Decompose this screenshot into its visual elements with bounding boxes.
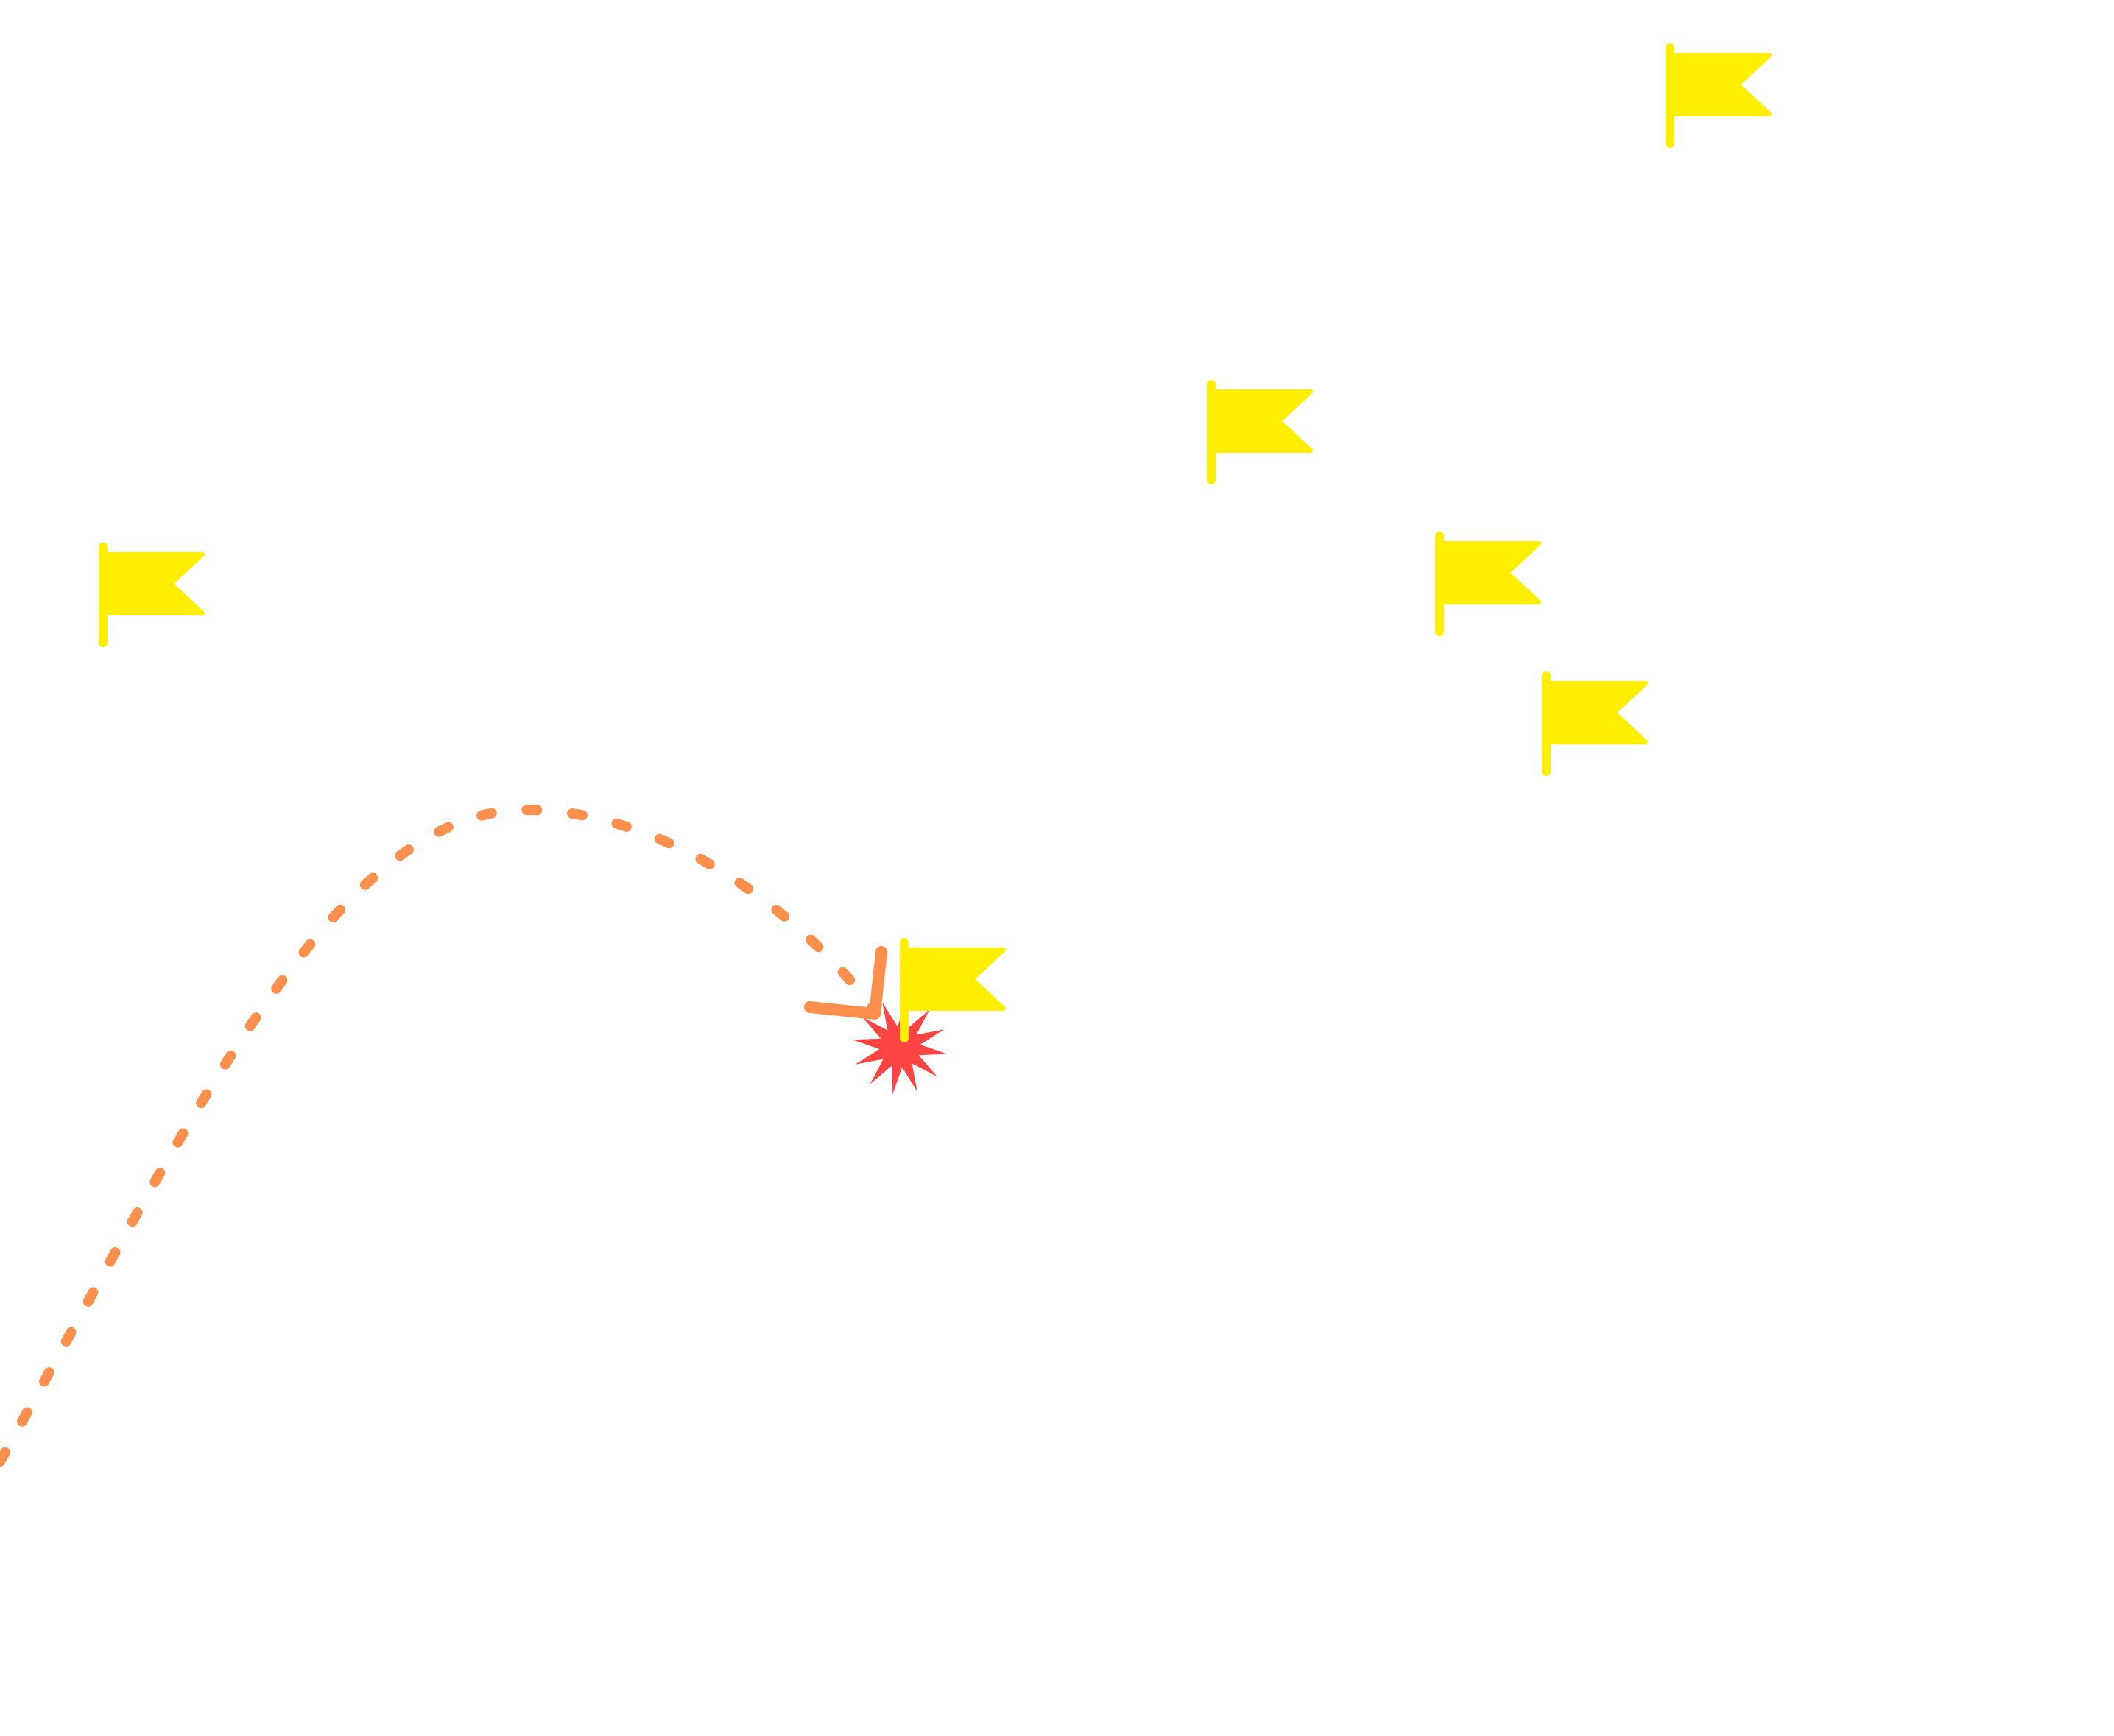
flag-cloth (1668, 53, 1772, 116)
burst-icon (852, 999, 948, 1095)
flag-icon (1666, 43, 1772, 148)
flag-cloth (902, 948, 1006, 1011)
flag-icon (99, 543, 205, 647)
flag-icon (1542, 671, 1648, 776)
flag-cloth (1544, 681, 1648, 744)
dashed-trajectory-path (0, 804, 881, 1467)
flag-icon (900, 938, 1006, 1042)
flag-icon (1435, 532, 1541, 636)
flag-cloth (101, 552, 205, 615)
arrowhead-icon (804, 946, 887, 1020)
flag-icon (1207, 380, 1313, 484)
flag-cloth (1209, 389, 1313, 453)
flag-cloth (1437, 541, 1541, 604)
